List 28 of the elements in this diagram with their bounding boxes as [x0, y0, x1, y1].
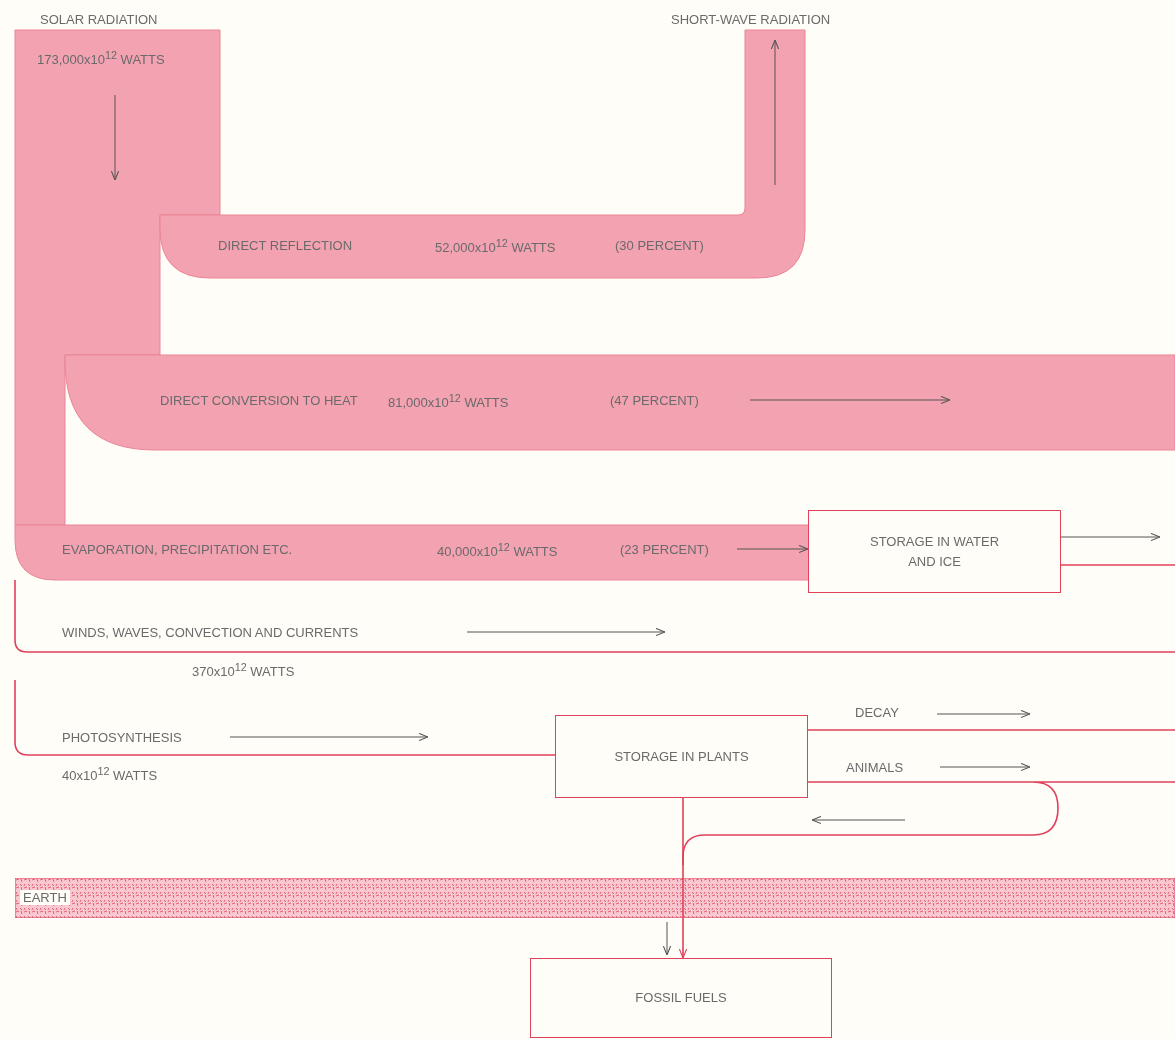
layer-label: EARTH — [20, 890, 70, 905]
flow-label: DIRECT CONVERSION TO HEAT — [160, 393, 358, 408]
flow-value: 81,000x10$^{12}$ WATTS — [388, 391, 509, 411]
flow-label: EVAPORATION, PRECIPITATION ETC. — [62, 542, 293, 557]
storage-box — [808, 510, 1061, 593]
storage-box — [555, 715, 808, 798]
arrow — [1060, 532, 1161, 542]
flow-value: 40,000x10$^{12}$ WATTS — [437, 540, 558, 560]
arrow — [678, 797, 688, 959]
arrow — [736, 544, 809, 554]
flow-label: SOLAR RADIATION — [40, 12, 158, 27]
flow-label: WINDS, WAVES, CONVECTION AND CURRENTS — [62, 625, 359, 640]
flow-value: 52,000x10$^{12}$ WATTS — [435, 236, 556, 256]
box-label: STORAGE IN WATER AND ICE — [868, 532, 1001, 571]
flow-value: (23 PERCENT) — [620, 542, 709, 557]
flow-value: 40x10$^{12}$ WATTS — [62, 764, 158, 784]
flow-value: (47 PERCENT) — [610, 393, 699, 408]
flow-label: DIRECT REFLECTION — [218, 238, 353, 253]
flow-value: 173,000x10$^{12}$ WATTS — [37, 48, 165, 68]
box-label: FOSSIL FUELS — [634, 989, 728, 1007]
flow-value: 370x10$^{12}$ WATTS — [192, 660, 295, 680]
arrow — [662, 921, 672, 956]
box-label: STORAGE IN PLANTS — [613, 747, 750, 766]
flow-label: PHOTOSYNTHESIS — [62, 730, 182, 745]
flow-label: DECAY — [855, 705, 899, 720]
flow-value: (30 PERCENT) — [615, 238, 704, 253]
storage-box — [530, 958, 832, 1038]
flow-label: ANIMALS — [846, 760, 904, 775]
